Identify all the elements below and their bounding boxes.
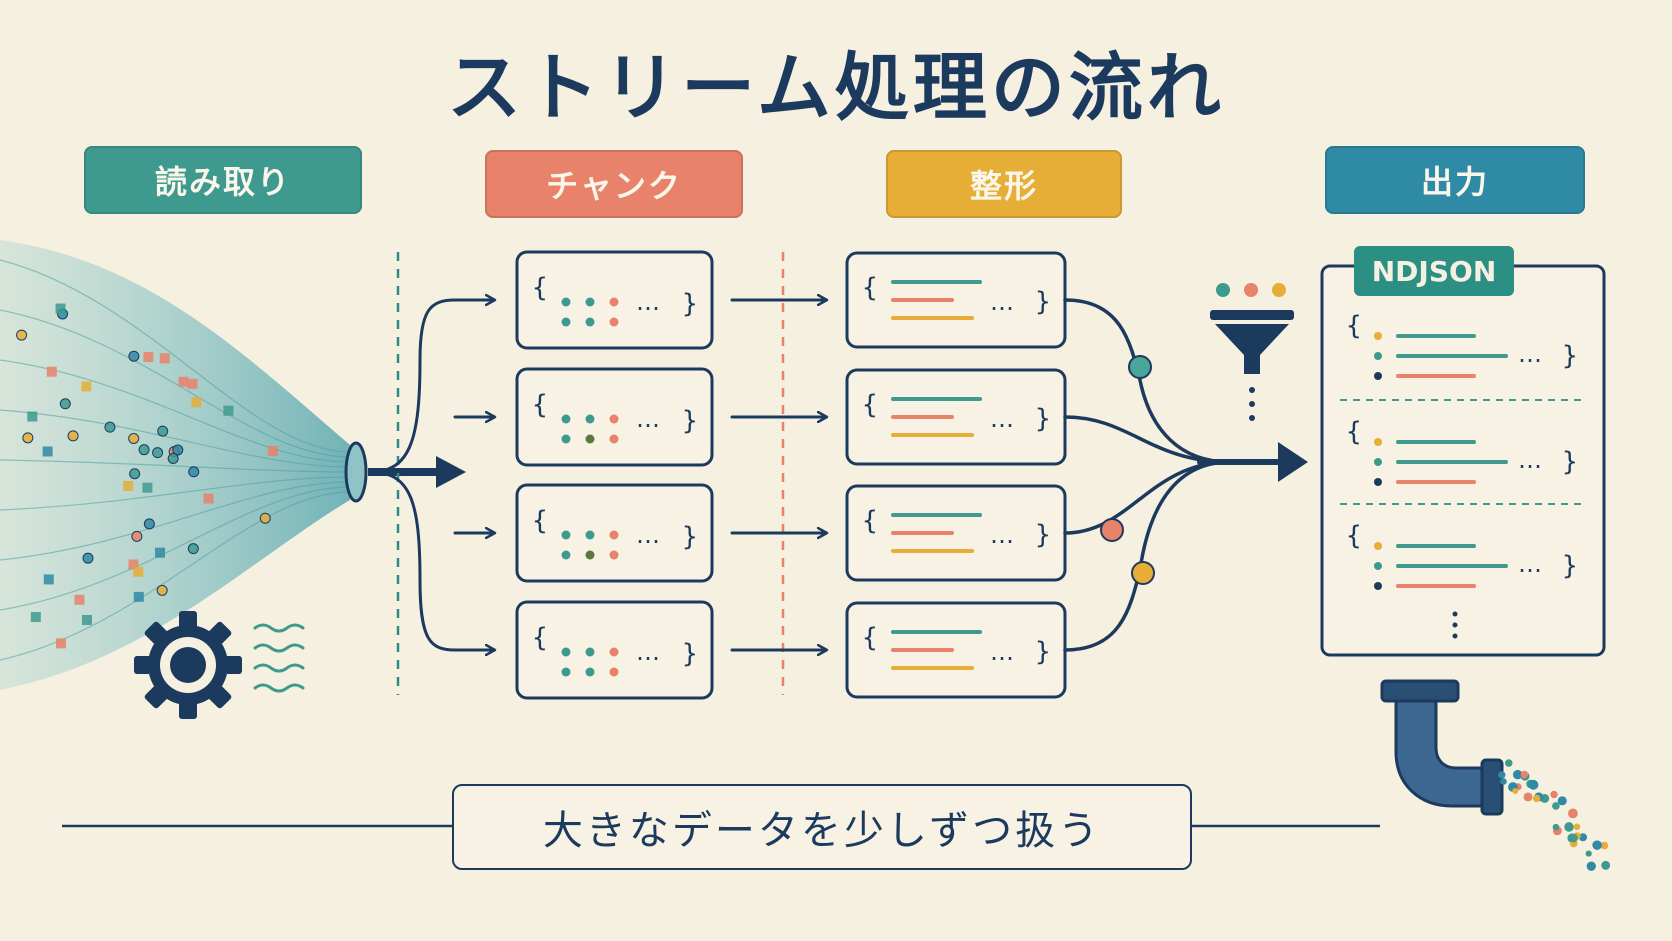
ellipsis: … [990,638,1014,666]
formatted-card: {} … [845,484,1067,582]
output-records: {} … {} … {} … [1346,311,1578,590]
chunk-card: {} … [515,483,714,583]
page-title: ストリーム処理の流れ [447,45,1225,131]
brace-close: } [682,289,698,319]
caption-text: 大きなデータを少しずつ扱う [542,808,1102,854]
ellipsis: … [636,521,660,549]
pipe-icon [1380,679,1611,871]
brace-open: { [862,390,878,420]
stage-label-read: 読み取り [84,146,362,214]
merge-arrow-head [1278,442,1308,482]
more-records-icon [1452,611,1458,639]
brace-close: } [682,639,698,669]
brace-close: } [1562,551,1578,581]
formatted-card: {} … [845,251,1067,349]
chunk-to-format-arrows [730,300,826,650]
brace-open: { [1346,417,1362,447]
chunk-card: {} … [515,367,714,467]
ellipsis: … [636,405,660,433]
stage-label-output: 出力 [1325,146,1585,214]
chunk-card: {} … [515,600,714,700]
brace-close: } [1562,341,1578,371]
brace-close: } [1562,447,1578,477]
brace-close: } [682,522,698,552]
brace-close: } [1035,404,1051,434]
caption-box: 大きなデータを少しずつ扱う [452,784,1192,870]
ellipsis: … [1518,340,1542,368]
ndjson-record: {} … [1346,521,1578,590]
ellipsis: … [1518,446,1542,474]
brace-close: } [682,406,698,436]
chunk-cards: {} … {} … {} … {} … [515,250,714,700]
brace-close: } [1035,520,1051,550]
merge-connectors [1063,298,1285,652]
stage-label-text: 整形 [969,167,1038,205]
data-stream-icon [0,240,466,690]
ellipsis: … [990,405,1014,433]
ellipsis: … [636,638,660,666]
brace-open: { [532,390,548,420]
brace-close: } [1035,637,1051,667]
brace-open: { [862,506,878,536]
merge-node-gold [1131,561,1155,585]
stage-label-format: 整形 [886,150,1122,218]
brace-open: { [1346,311,1362,341]
merge-node-teal [1128,355,1152,379]
brace-close: } [1035,287,1051,317]
ellipsis: … [1518,550,1542,578]
brace-open: { [862,623,878,653]
brace-open: { [862,273,878,303]
wave-lines-icon [253,623,305,693]
brace-open: { [532,623,548,653]
merge-node-coral [1100,518,1124,542]
ellipsis: … [990,288,1014,316]
chunk-card: {} … [515,250,714,350]
split-connectors [368,300,494,650]
ellipsis: … [990,521,1014,549]
funnel-icon [1210,283,1294,421]
formatted-card: {} … [845,368,1067,466]
stage-label-text: 読み取り [154,163,291,201]
brace-open: { [532,506,548,536]
stage-label-text: チャンク [546,167,682,205]
ndjson-record: {} … [1346,311,1578,380]
stage-label-chunk: チャンク [485,150,743,218]
format-cards: {} … {} … {} … {} … [845,251,1067,699]
ellipsis: … [636,288,660,316]
stage-label-text: 出力 [1420,163,1489,201]
ndjson-record: {} … [1346,417,1578,486]
output-format-tag: NDJSON [1354,246,1514,296]
gear-icon [134,611,242,719]
brace-open: { [1346,521,1362,551]
brace-open: { [532,273,548,303]
formatted-card: {} … [845,601,1067,699]
